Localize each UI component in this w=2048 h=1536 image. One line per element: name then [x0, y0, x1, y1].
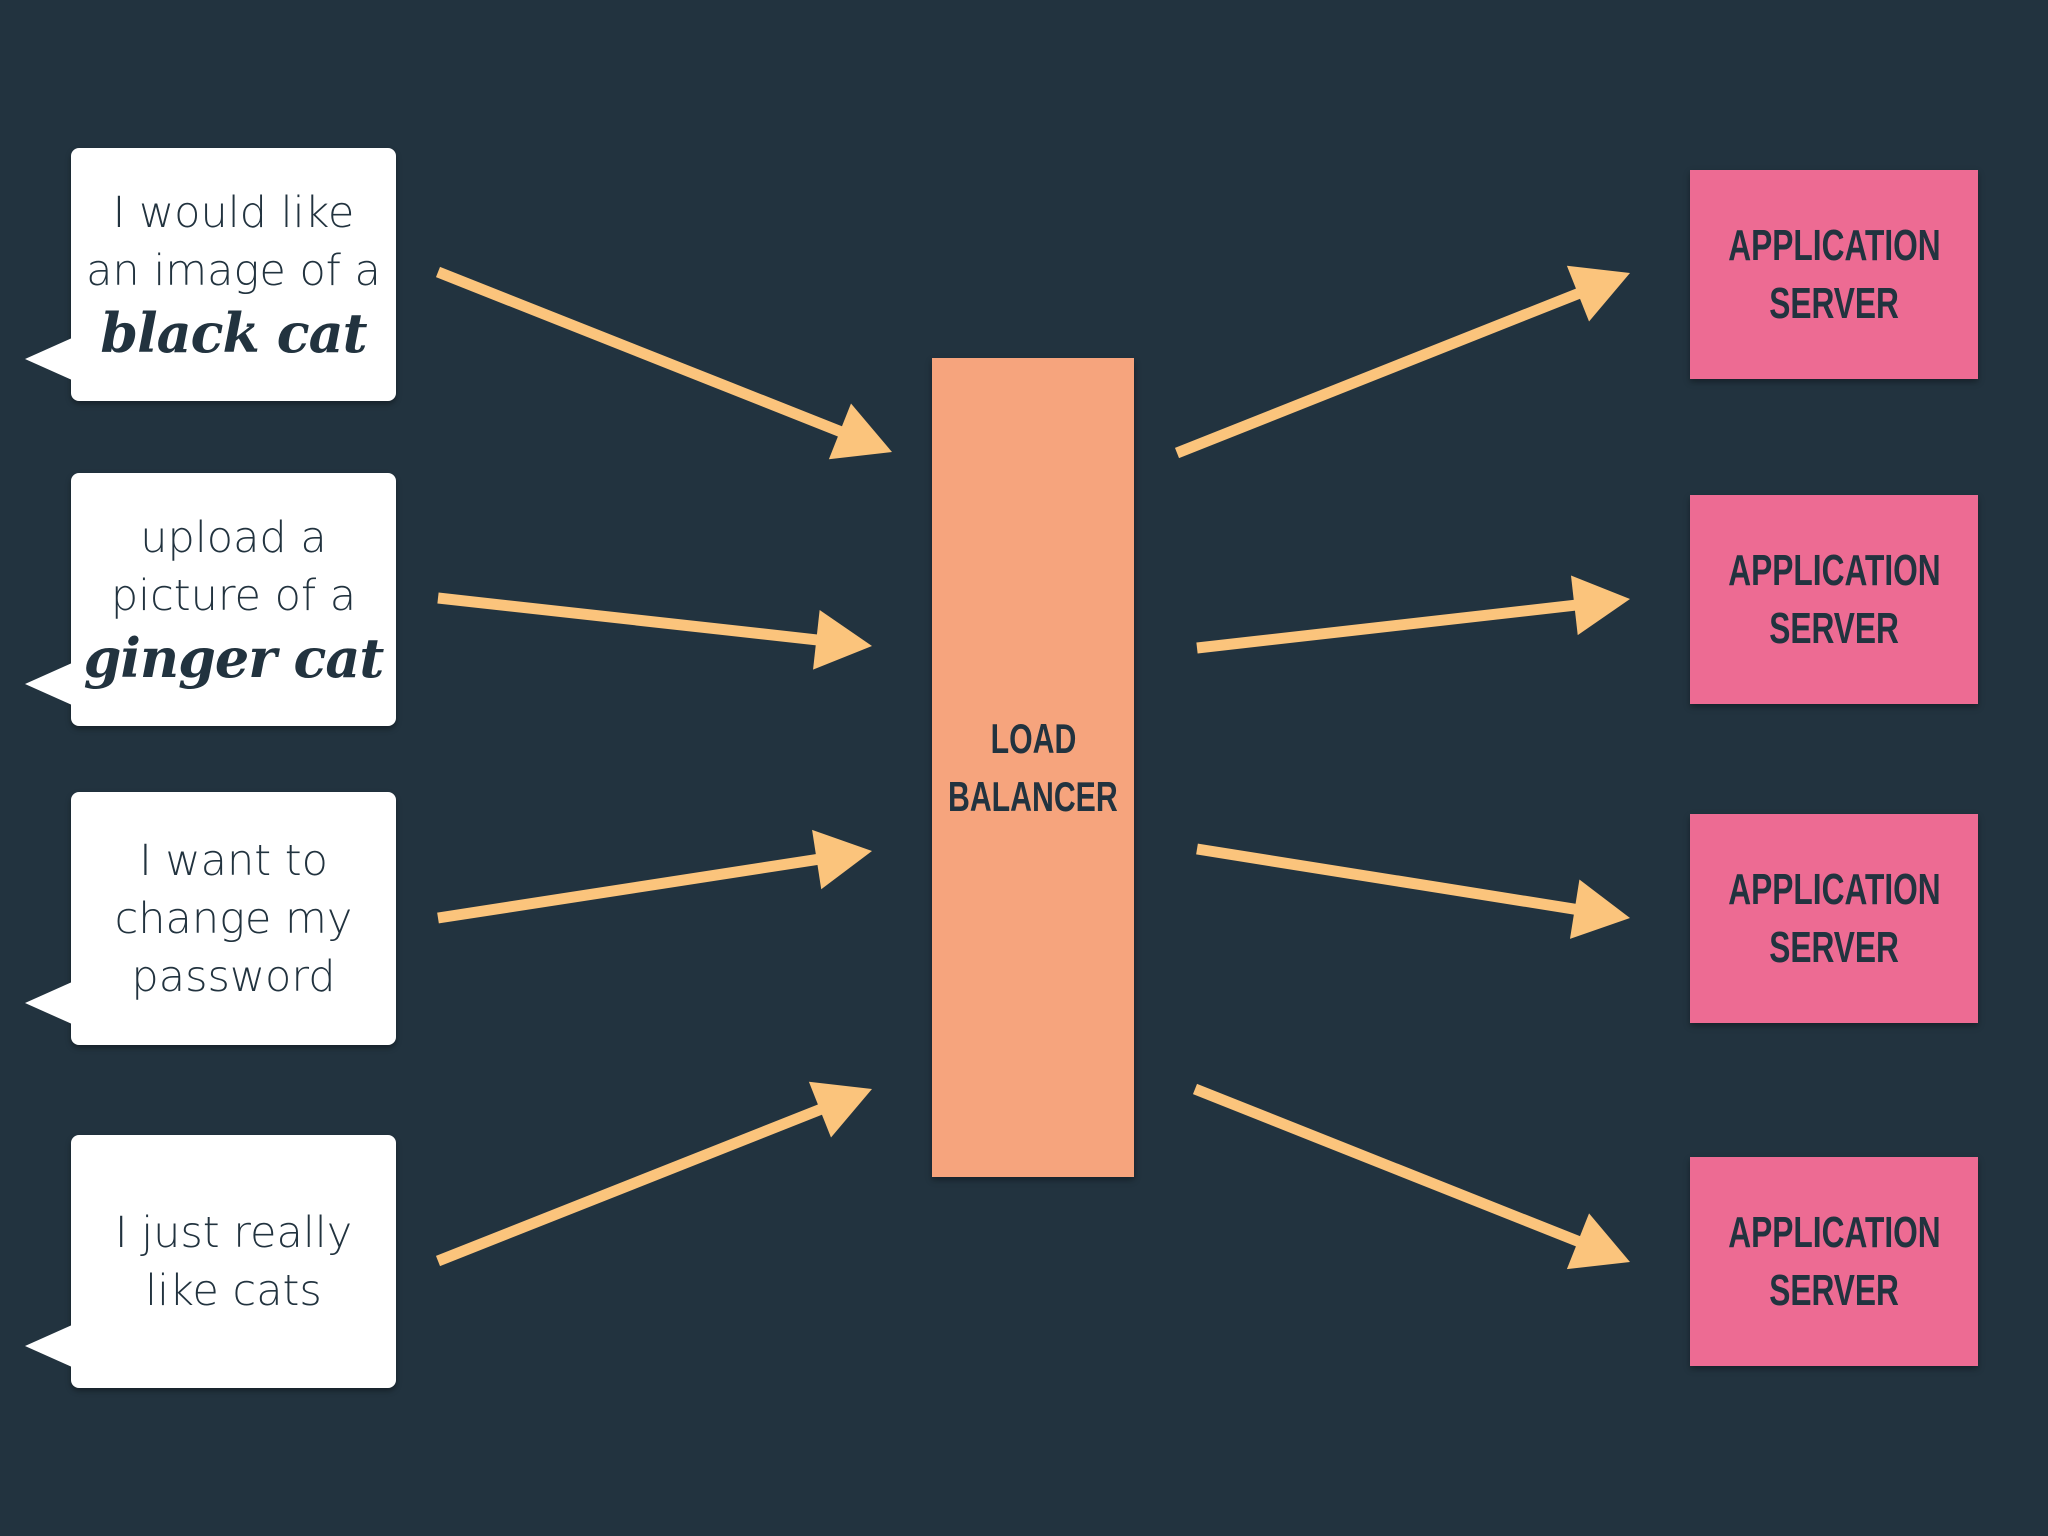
- arrow-shaft: [1174, 287, 1584, 459]
- load-balancer-box: LOAD BALANCER: [932, 358, 1134, 1177]
- arrow-load-balancer-to-server-1: [1174, 265, 1630, 459]
- arrow-head: [828, 403, 892, 460]
- arrow-shaft: [1196, 843, 1580, 916]
- arrow-request-3-to-load-balancer: [437, 829, 872, 924]
- arrow-head: [1566, 1213, 1630, 1270]
- arrow-request-4-to-load-balancer: [435, 1081, 872, 1267]
- request-line: I just really: [114, 1207, 353, 1258]
- arrow-shaft: [437, 592, 821, 646]
- arrow-head: [1570, 575, 1630, 636]
- arrow-load-balancer-to-server-3: [1196, 843, 1630, 939]
- request-line: I would like: [112, 187, 355, 238]
- request-emphasis: ginger cat: [83, 625, 385, 690]
- request-line: password: [131, 951, 336, 1002]
- speech-tail: [25, 663, 72, 705]
- speech-tail: [25, 982, 72, 1024]
- server-label-line: SERVER: [1769, 603, 1899, 653]
- server-label-line: APPLICATION: [1727, 545, 1941, 595]
- request-line: picture of a: [110, 570, 357, 621]
- server-label-line: APPLICATION: [1727, 220, 1941, 270]
- server-label-line: APPLICATION: [1727, 1207, 1941, 1257]
- request-line: like cats: [145, 1265, 322, 1316]
- application-server-3: APPLICATION SERVER: [1690, 814, 1978, 1023]
- arrow-head: [812, 829, 872, 890]
- request-emphasis: black cat: [100, 300, 367, 365]
- server-label-line: SERVER: [1769, 1265, 1899, 1315]
- application-server-4: APPLICATION SERVER: [1690, 1157, 1978, 1366]
- server-label-line: APPLICATION: [1727, 864, 1941, 914]
- arrow-shaft: [1192, 1083, 1584, 1248]
- arrow-shaft: [435, 266, 846, 438]
- request-bubble-like-cats: I just really like cats: [25, 1135, 396, 1388]
- arrow-shaft: [1196, 599, 1579, 654]
- arrow-load-balancer-to-server-2: [1196, 575, 1630, 654]
- request-bubble-ginger-cat: upload a picture of a ginger cat: [25, 473, 396, 726]
- request-line: change my: [114, 893, 353, 944]
- arrow-head: [1569, 879, 1630, 939]
- application-server-2: APPLICATION SERVER: [1690, 495, 1978, 704]
- arrow-head: [813, 610, 872, 670]
- speech-tail: [25, 1325, 72, 1367]
- speech-tail: [25, 338, 72, 380]
- request-line: an image of a: [86, 245, 381, 296]
- arrow-request-1-to-load-balancer: [435, 266, 892, 460]
- request-line: upload a: [140, 512, 327, 563]
- arrow-shaft: [435, 1103, 826, 1267]
- arrow-head: [1566, 265, 1630, 322]
- application-server-1: APPLICATION SERVER: [1690, 170, 1978, 379]
- arrow-shaft: [437, 853, 822, 924]
- arrow-request-2-to-load-balancer: [437, 592, 872, 670]
- load-balancer-label-line: LOAD: [990, 714, 1076, 762]
- arrow-load-balancer-to-server-4: [1192, 1083, 1630, 1270]
- request-bubble-black-cat: I would like an image of a black cat: [25, 148, 396, 401]
- request-bubble-password: I want to change my password: [25, 792, 396, 1045]
- server-label-line: SERVER: [1769, 278, 1899, 328]
- request-line: I want to: [139, 835, 328, 886]
- load-balancer-label-line: BALANCER: [948, 772, 1118, 820]
- server-label-line: SERVER: [1769, 922, 1899, 972]
- arrow-head: [808, 1081, 872, 1138]
